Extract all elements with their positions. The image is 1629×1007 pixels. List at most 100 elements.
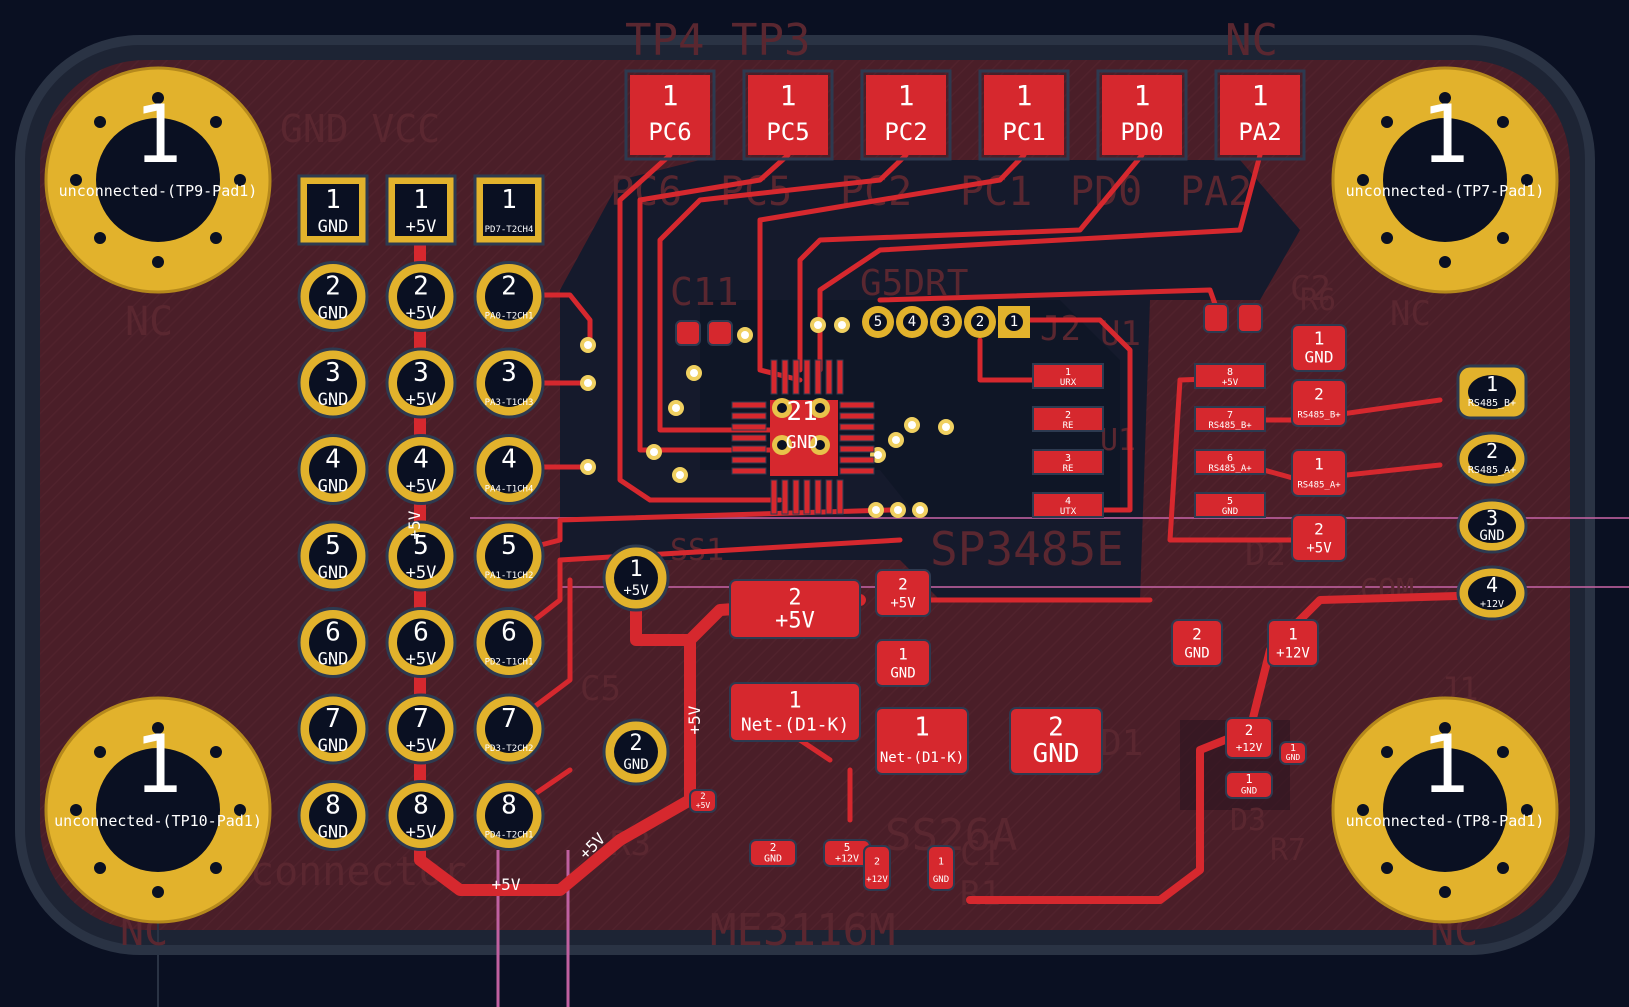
header-pin-vcc[interactable]: 6+5V bbox=[385, 607, 457, 678]
pin-number: 2 bbox=[325, 272, 341, 302]
u1-pin[interactable]: 3RE bbox=[1032, 449, 1104, 475]
smd-pad[interactable]: 2+12V bbox=[863, 845, 891, 891]
header-pin-vcc[interactable]: 3+5V bbox=[385, 347, 457, 419]
smd-pad[interactable]: 2+5V bbox=[1291, 514, 1347, 562]
mcu-pin-bottom bbox=[792, 479, 800, 515]
pin-number: 3 bbox=[413, 358, 429, 388]
testpoint-via bbox=[94, 231, 107, 244]
pin-number: 3 bbox=[501, 358, 517, 388]
smd-pad[interactable]: 2+5V bbox=[689, 789, 717, 813]
header-pad-hole bbox=[309, 272, 357, 321]
connector-j1-pin[interactable]: 4+12V bbox=[1456, 565, 1528, 621]
silk-text: PA2 bbox=[1180, 169, 1252, 215]
smd-pad[interactable]: 1+12V bbox=[1267, 619, 1319, 667]
smd-pad[interactable]: 5+12V bbox=[823, 839, 871, 867]
header-pin-vcc[interactable]: 1+5V bbox=[385, 174, 457, 246]
u1-pin[interactable]: 8+5V bbox=[1194, 363, 1266, 389]
mcu-pin-bottom bbox=[814, 479, 822, 515]
through-hole-pad[interactable]: 1+5V bbox=[602, 544, 670, 612]
smd-pad[interactable]: 2+12V bbox=[1225, 717, 1273, 759]
silk-text: C11 bbox=[670, 270, 739, 314]
header-j2-pin[interactable]: 3 bbox=[930, 306, 962, 338]
mcu-pin-left bbox=[731, 423, 767, 431]
testpoint-via bbox=[1521, 174, 1533, 186]
header-pin-vcc[interactable]: 4+5V bbox=[385, 434, 457, 505]
c2-pad[interactable] bbox=[1237, 303, 1263, 333]
decoupling-pad[interactable] bbox=[707, 320, 733, 346]
decoupling-pad[interactable] bbox=[675, 320, 701, 346]
silk-text: R1 bbox=[960, 874, 1001, 914]
c2-pad[interactable] bbox=[1203, 303, 1229, 333]
pin-number: 7 bbox=[1227, 410, 1233, 421]
header-pin-vcc[interactable]: 8+5V bbox=[385, 780, 457, 851]
pin-number: 1 bbox=[501, 185, 517, 215]
via-hole bbox=[872, 506, 880, 514]
header-j2-pin[interactable]: 5 bbox=[862, 306, 894, 338]
u1-pin[interactable]: 2RE bbox=[1032, 406, 1104, 432]
header-pin-vcc[interactable]: 5+5V bbox=[385, 520, 457, 592]
header-j2-pin[interactable]: 2 bbox=[964, 306, 996, 338]
testpoint-via bbox=[152, 92, 164, 104]
smd-pad-copper bbox=[927, 845, 955, 891]
header-j2-pin[interactable]: 1 bbox=[998, 306, 1030, 338]
smd-pad[interactable]: 2+5V bbox=[729, 579, 861, 639]
pin-number: 8 bbox=[325, 791, 341, 821]
pin-net-label: PA4-T1CH4 bbox=[485, 485, 534, 495]
pad-copper bbox=[748, 75, 828, 155]
mcu-thermal-via-hole bbox=[777, 440, 787, 450]
header-j2-pin[interactable]: 4 bbox=[896, 306, 928, 338]
header-pin-vcc[interactable]: 2+5V bbox=[385, 261, 457, 332]
smd-pad[interactable]: 2+5V bbox=[875, 569, 931, 617]
mcu-thermal-via-hole bbox=[777, 403, 787, 413]
header-pin-vcc[interactable]: 7+5V bbox=[385, 693, 457, 765]
